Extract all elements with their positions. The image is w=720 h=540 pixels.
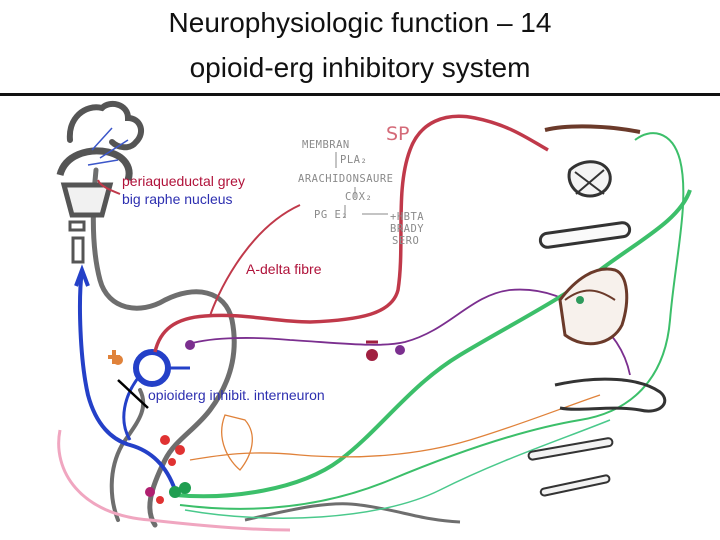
red-a-delta-fibre — [153, 114, 549, 353]
note-hbta: +HBTA — [390, 211, 424, 223]
label-opioiderg-interneuron: opioiderg inhibit. interneuron — [148, 387, 325, 403]
raphe-descending-blue — [78, 269, 177, 491]
page-title: Neurophysiologic function – 14 — [168, 7, 552, 38]
note-arachidonic: ARACHIDONSAURE — [298, 173, 394, 185]
blue-arrow-up — [74, 264, 90, 287]
pink-fibre — [57, 429, 291, 532]
muscle-spindle-icon — [558, 267, 629, 346]
spinal-cord-outline-inner — [109, 388, 146, 522]
note-brady: BRADY — [390, 223, 424, 235]
note-pge2: PG E₂ — [314, 209, 348, 221]
interneuron-soma — [133, 349, 171, 387]
cortex-icon — [56, 100, 145, 264]
label-a-delta-fibre: A-delta fibre — [246, 261, 322, 277]
skin-receptor-top — [544, 124, 641, 198]
label-raphe-nucleus: big raphe nucleus — [122, 191, 233, 207]
note-sero: SERO — [392, 235, 419, 247]
opioid-inhibitory-diagram: MEMBRAN PLA₂ ARACHIDONSAURE COX₂ PG E₂ S… — [56, 100, 692, 532]
note-pla2: PLA₂ — [340, 154, 367, 166]
note-sp: SP — [386, 123, 410, 145]
orange-fibre — [189, 394, 601, 461]
green-fibre-1 — [174, 189, 692, 499]
note-cox2: COX₂ — [345, 191, 372, 203]
green-fibre-3 — [184, 419, 611, 519]
spinal-cord-lower — [244, 502, 461, 524]
green-fibre-2 — [179, 132, 685, 510]
note-membran: MEMBRAN — [302, 139, 350, 151]
label-periaqueductal-grey: periaqueductal grey — [122, 173, 245, 189]
page-subtitle: opioid-erg inhibitory system — [189, 52, 531, 83]
title-divider — [0, 93, 720, 96]
interneuron-pointer — [117, 379, 149, 409]
prostaglandin-pathway-notes: MEMBRAN PLA₂ ARACHIDONSAURE COX₂ PG E₂ S… — [298, 123, 424, 247]
bone-shapes — [527, 221, 667, 497]
